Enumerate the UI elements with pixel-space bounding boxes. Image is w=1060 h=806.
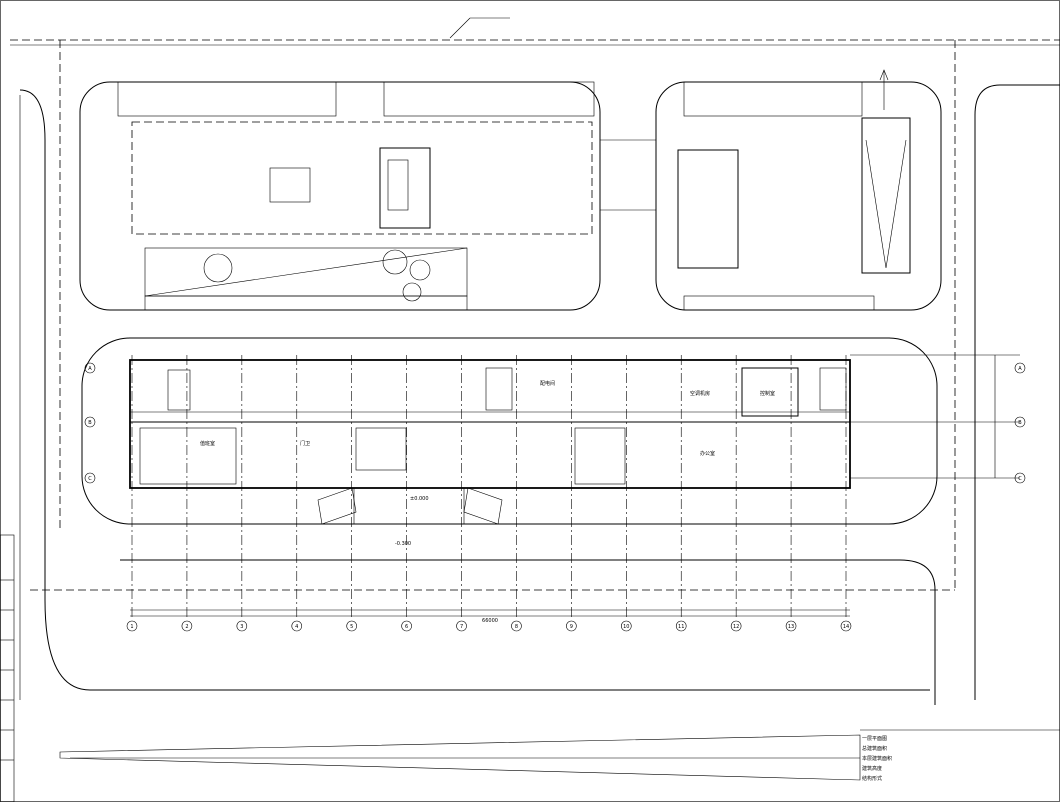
axis-marker-label: 5	[350, 624, 353, 630]
axis-marker-circle	[181, 620, 193, 632]
main-building	[129, 359, 851, 489]
north-arrow-icon	[879, 69, 889, 110]
parking-row-bottom	[144, 295, 468, 311]
parking-row-right-bottom	[683, 295, 875, 311]
axis-marker-circle	[291, 620, 303, 632]
row-axis-circle	[84, 362, 96, 374]
row-axis-circle	[1014, 362, 1026, 374]
axis-marker-circle	[675, 620, 687, 632]
elevation-mark: ±0.000	[410, 496, 429, 502]
axis-marker-circle	[346, 620, 357, 632]
lobby	[355, 427, 407, 471]
room-block	[574, 427, 626, 485]
room-label: 配电间	[540, 380, 555, 387]
stair-core	[819, 367, 847, 411]
axis-marker-circle	[785, 620, 797, 632]
tree-icon	[382, 249, 408, 275]
row-axis-markers: A A B B C C	[84, 362, 1026, 484]
room-label: 办公室	[700, 450, 715, 457]
detail-plan-small	[269, 167, 311, 203]
axis-marker-circle	[236, 620, 248, 632]
axis-marker-label: 3	[240, 624, 243, 630]
axis-marker-label: 2	[185, 624, 188, 630]
axis-marker-circle	[126, 620, 138, 632]
elevation-mark: -0.300	[395, 541, 411, 547]
tree-icon	[409, 259, 431, 281]
row-axis-circle	[84, 472, 96, 484]
row-axis-label: A	[88, 366, 92, 372]
road-right-edge	[974, 84, 1060, 700]
tree-icon	[203, 253, 233, 283]
row-axis-label: C	[1018, 476, 1022, 482]
ramp-slope	[865, 139, 907, 269]
axis-marker-label: 14	[843, 624, 849, 630]
note-line: 结构形式	[862, 775, 882, 782]
detail-plan-right	[677, 149, 739, 269]
road-strip	[59, 734, 861, 781]
room-block	[139, 427, 237, 485]
axis-marker-label: 7	[460, 624, 463, 630]
entrance-ramp-left	[317, 487, 357, 525]
axis-marker-circle	[511, 620, 522, 632]
ramp-area	[861, 117, 911, 274]
room-label: 控制室	[760, 390, 775, 397]
tree-icon	[402, 282, 422, 302]
axis-marker-circle	[401, 620, 412, 632]
axis-marker-circle	[566, 620, 577, 632]
axis-marker-label: 9	[570, 624, 573, 630]
axis-marker-circle	[621, 620, 632, 632]
parking-row-right	[683, 81, 863, 117]
entrance-canopy	[353, 487, 465, 525]
stair-core	[167, 369, 191, 411]
grid-columns	[131, 355, 847, 620]
axis-marker-label: 11	[678, 624, 684, 630]
axis-marker-circle	[840, 620, 852, 632]
note-line: 一层平面图	[862, 736, 887, 742]
axis-marker-label: 8	[515, 624, 518, 630]
room-label: 门卫	[300, 440, 310, 447]
title-block-strip	[0, 534, 15, 803]
axis-marker-circle	[730, 620, 742, 632]
leader-line	[449, 17, 471, 39]
axis-marker-label: 12	[733, 624, 739, 630]
row-axis-label: C	[88, 476, 92, 482]
row-axis-label: B	[88, 420, 92, 426]
room-label: 空调机房	[690, 390, 710, 397]
stair-core	[485, 367, 513, 411]
axis-marker-label: 6	[405, 624, 408, 630]
equipment-room	[741, 367, 799, 417]
axis-marker-circle	[456, 620, 467, 632]
parking-row-left-b	[383, 81, 595, 117]
entrance-ramp-right	[463, 487, 503, 525]
row-axis-label: B	[1018, 420, 1022, 426]
axis-marker-label: 13	[788, 624, 794, 630]
road-lower-edge	[120, 559, 936, 705]
note-line: 本层建筑面积	[862, 755, 892, 762]
row-axis-circle	[84, 416, 96, 428]
axis-marker-label: 1	[130, 624, 133, 630]
note-line: 建筑高度	[862, 765, 882, 772]
row-axis-label: A	[1018, 366, 1022, 372]
parking-row-left-a	[117, 81, 337, 117]
building-podium-outline	[81, 337, 938, 525]
axis-marker-label: 10	[623, 624, 629, 630]
note-line: 总建筑面积	[862, 745, 887, 752]
axis-marker-label: 4	[295, 624, 298, 630]
notes-block: 一层平面图 总建筑面积 本层建筑面积 建筑高度 结构形式	[860, 729, 1060, 782]
overall-dimension: 66000	[482, 618, 498, 624]
road-left-edge	[19, 89, 930, 691]
detail-plan-medium	[379, 147, 431, 229]
room-label: 值班室	[200, 440, 215, 447]
garden-path	[144, 247, 468, 297]
landscape-area-left	[131, 121, 593, 235]
